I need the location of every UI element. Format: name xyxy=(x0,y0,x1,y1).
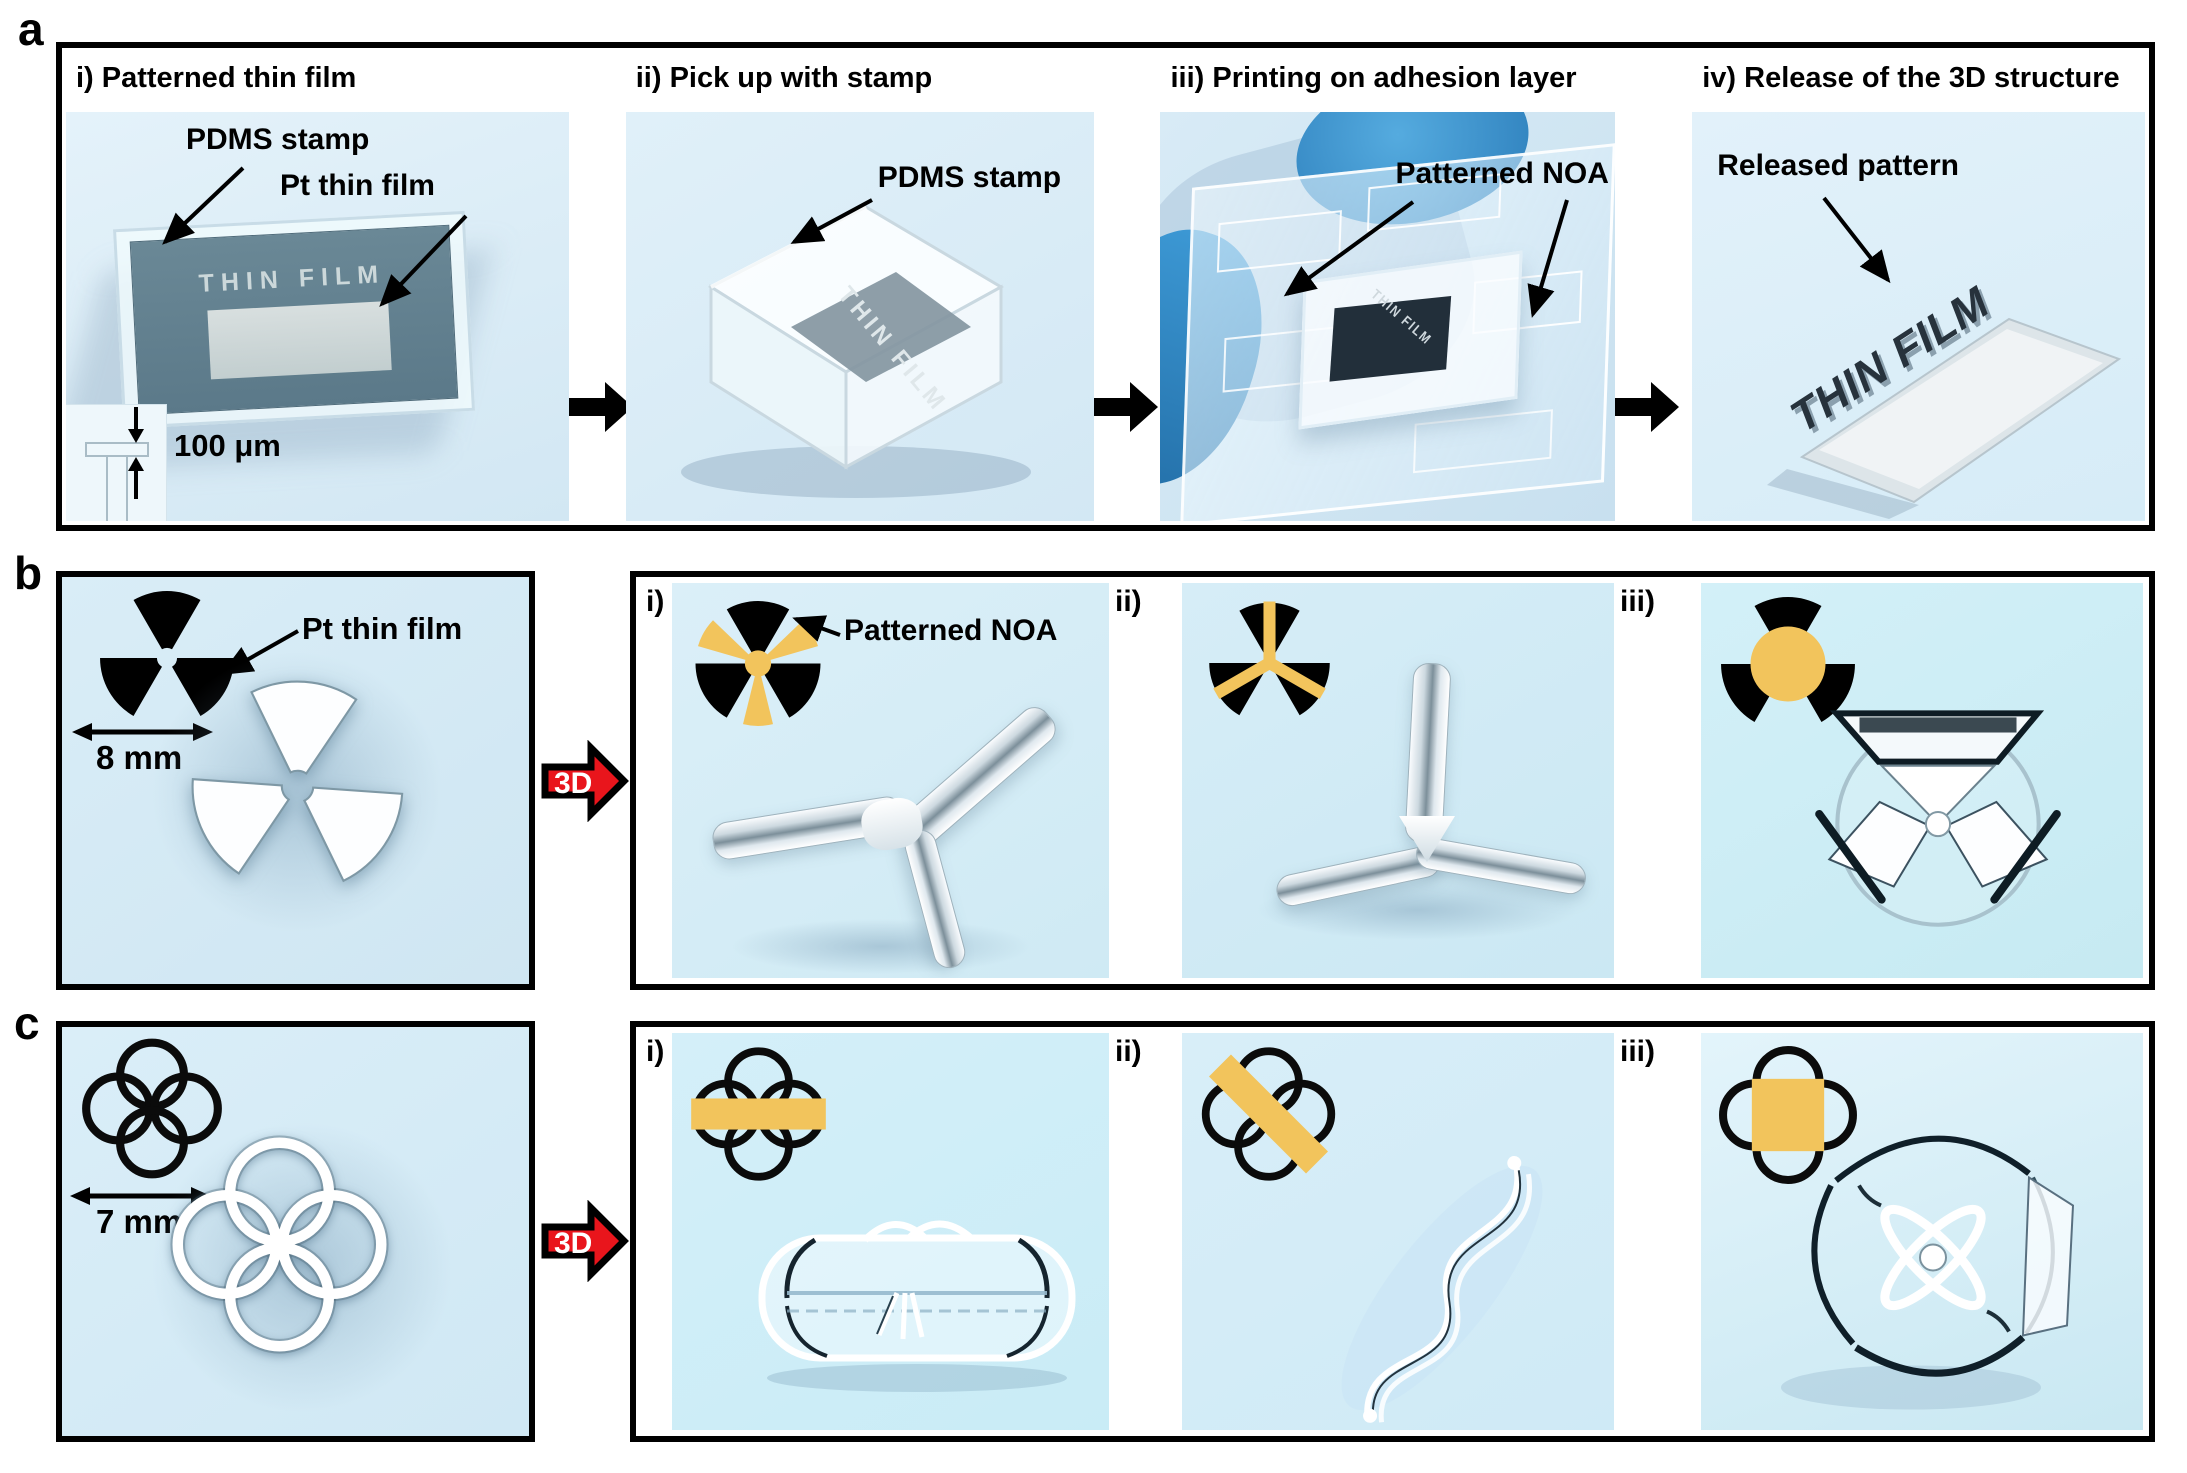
pt-thin-film-annotation: Pt thin film xyxy=(302,611,463,646)
c-gutter-iii: iii) xyxy=(1614,1033,1701,1430)
red-3d-arrow-icon: 3D xyxy=(541,1200,629,1282)
structure-b-ii xyxy=(1227,638,1589,948)
pdms-annotation-arrow xyxy=(790,198,873,244)
step-iv-title: iv) Release of the 3D structure xyxy=(1702,62,2120,94)
photo-b-i: Patterned NOA xyxy=(672,583,1109,978)
double-headed-scale-arrow-icon xyxy=(72,723,213,741)
pdms-stamp-annotation: PDMS stamp xyxy=(877,161,1062,194)
trefoil-noa-circle-icon xyxy=(1713,589,1863,739)
arrow-3d-text: 3D xyxy=(554,767,592,800)
structure-shadow xyxy=(732,919,1032,974)
photo-c-i xyxy=(672,1033,1109,1430)
red-3d-arrow-icon: 3D xyxy=(541,740,629,822)
released-sheet-graphic: THIN FILM THIN FILM xyxy=(1767,275,2122,519)
panel-c-2d-box: 7 mm xyxy=(56,1021,535,1442)
four-ring-bar-diagonal-icon xyxy=(1196,1039,1341,1189)
photo-b-2d-pattern: Pt thin film 8 mm xyxy=(62,577,529,984)
panel-b-2d-box: Pt thin film 8 mm xyxy=(56,571,535,990)
trefoil-noa-wedges-icon xyxy=(688,591,828,726)
photo-patterned-thin-film: THIN FILM PDMS stamp Pt thin film xyxy=(66,112,569,521)
sub-label-iii: iii) xyxy=(1620,585,1655,618)
b-gutter-i: i) xyxy=(642,583,672,978)
pt-thin-film-annotation: Pt thin film xyxy=(280,169,435,202)
patterned-noa-annotation: Patterned NOA xyxy=(1395,157,1609,190)
arrow-3d-text: 3D xyxy=(554,1227,592,1260)
sub-label-ii: ii) xyxy=(1115,1035,1142,1068)
inset-scale-label: 100 μm xyxy=(174,428,281,463)
scale-label: 7 mm xyxy=(96,1203,183,1240)
step-i-column: i) Patterned thin film THIN FILM PDMS st… xyxy=(66,52,569,521)
white-trefoil-film xyxy=(180,669,415,904)
scale-label: 8 mm xyxy=(96,739,183,776)
photo-printing-on-adhesion-layer: THIN FILM Patterned NOA xyxy=(1160,112,1616,521)
noa-annotation-arrow-1 xyxy=(1284,200,1415,297)
process-gutter-1 xyxy=(568,52,633,521)
step-iv-column: iv) Release of the 3D structure THIN FIL… xyxy=(1692,52,2146,521)
photo-released-pattern: THIN FILM THIN FILM Released pattern xyxy=(1692,112,2146,521)
noa-annotation-arrow-2 xyxy=(1528,199,1570,318)
released-pattern-annotation: Released pattern xyxy=(1717,149,1959,182)
photo-pick-up-with-stamp: THIN FILM PDMS stamp xyxy=(625,112,1094,521)
noa-pattern-outline xyxy=(1413,409,1554,474)
photo-c-2d-pattern: 7 mm xyxy=(62,1027,529,1436)
c-gutter-ii: ii) xyxy=(1109,1033,1182,1430)
photo-b-ii xyxy=(1182,583,1614,978)
released-annotation-arrow xyxy=(1822,196,1891,284)
step-i-title: i) Patterned thin film xyxy=(76,62,357,94)
panel-c-label: c xyxy=(14,997,40,1049)
white-four-ring-film xyxy=(162,1127,397,1362)
pt-annotation-arrow xyxy=(220,629,299,675)
step-iii-title: iii) Printing on adhesion layer xyxy=(1170,62,1577,94)
noa-annotation-arrow xyxy=(792,615,841,642)
process-gutter-3 xyxy=(1615,52,1692,521)
b-gutter-ii: ii) xyxy=(1109,583,1182,978)
structure-c-ii xyxy=(1341,1156,1543,1423)
thickness-arrows-icon xyxy=(85,407,149,521)
photo-c-iii xyxy=(1701,1033,2143,1430)
b-gutter-iii: iii) xyxy=(1614,583,1701,978)
step-ii-column: ii) Pick up with stamp THIN FILM PDMS st… xyxy=(625,52,1094,521)
black-right-arrow-icon xyxy=(1093,381,1158,432)
panel-c-3d-box: i) xyxy=(630,1021,2155,1442)
pt-film-rect xyxy=(207,301,393,380)
panel-b-label: b xyxy=(14,547,43,599)
sub-label-iii: iii) xyxy=(1620,1035,1655,1068)
four-ring-square-icon xyxy=(1713,1039,1863,1191)
pdms-stamp-annotation: PDMS stamp xyxy=(186,123,370,156)
black-right-arrow-icon xyxy=(1615,381,1680,432)
photo-c-ii xyxy=(1182,1033,1614,1430)
panel-a-label: a xyxy=(18,3,44,55)
structure-c-i xyxy=(758,1220,1076,1392)
sub-label-i: i) xyxy=(646,1035,665,1068)
panel-c-3d-row: i) xyxy=(636,1027,2149,1436)
step-iii-column: iii) Printing on adhesion layer T xyxy=(1160,52,1616,521)
panel-b-3d-box: i) Patterned NOA xyxy=(630,571,2155,990)
structure-b-i xyxy=(710,691,1072,978)
structure-c-iii xyxy=(1781,1135,2075,1410)
panel-b-3d-row: i) Patterned NOA xyxy=(636,577,2149,984)
cross-section-inset xyxy=(66,404,167,521)
process-gutter-2 xyxy=(1093,52,1161,521)
sub-label-ii: ii) xyxy=(1115,585,1142,618)
pt-annotation-arrow xyxy=(379,214,468,307)
black-right-arrow-icon xyxy=(568,381,633,432)
pdms-block-graphic: THIN FILM xyxy=(680,205,1031,498)
film-shadow xyxy=(152,1122,452,1412)
sub-label-i: i) xyxy=(646,585,665,618)
panel-a-row: i) Patterned thin film THIN FILM PDMS st… xyxy=(62,48,2149,525)
step-ii-title: ii) Pick up with stamp xyxy=(635,62,933,94)
c-gutter-i: i) xyxy=(642,1033,672,1430)
patterned-noa-annotation: Patterned NOA xyxy=(844,614,1058,647)
photo-b-iii xyxy=(1701,583,2143,978)
trefoil-noa-spokes-icon xyxy=(1202,601,1337,733)
panel-a-box: i) Patterned thin film THIN FILM PDMS st… xyxy=(56,42,2155,531)
pdms-annotation-arrow xyxy=(162,166,245,245)
structure-b-iii xyxy=(1815,710,2061,927)
four-ring-bar-horizontal-icon xyxy=(691,1039,826,1189)
